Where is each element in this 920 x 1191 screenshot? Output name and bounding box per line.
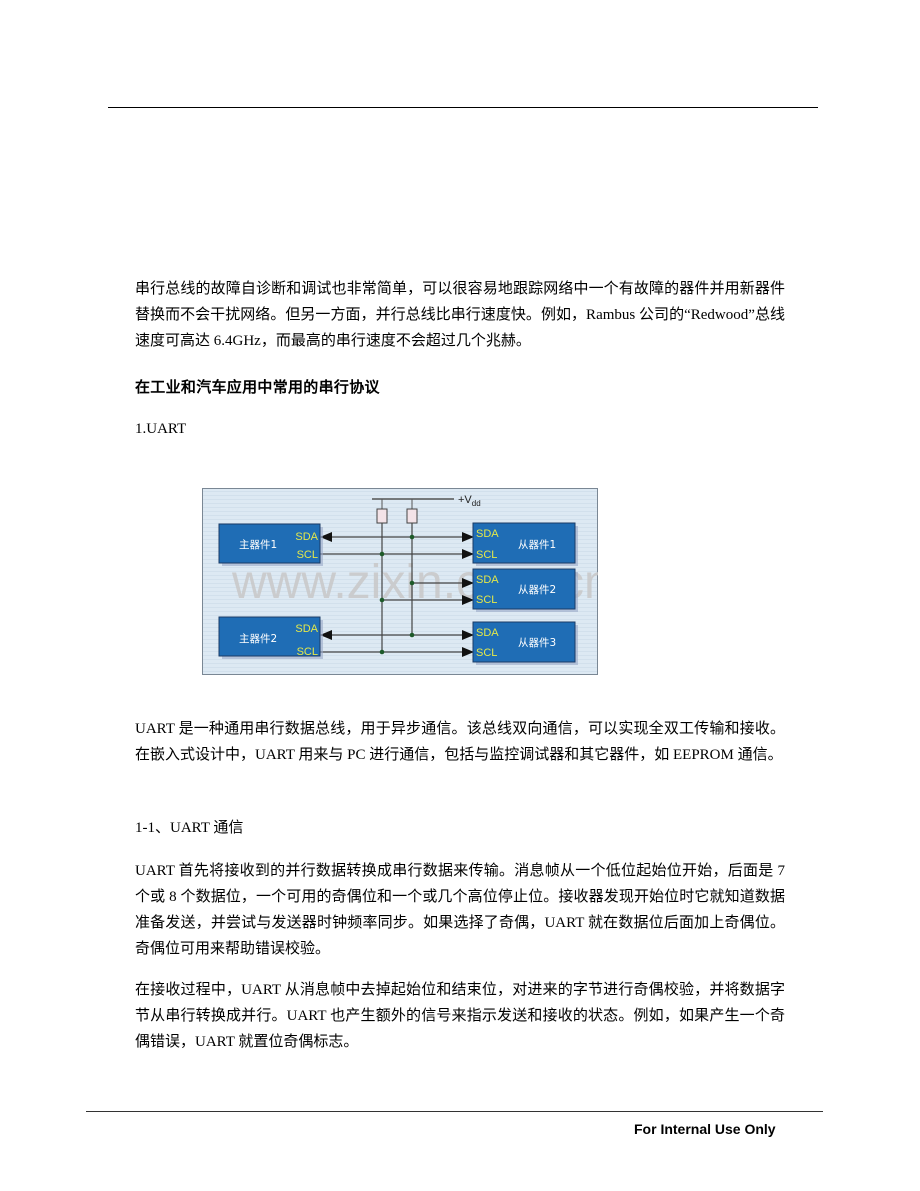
paragraph-uart-receive: 在接收过程中，UART 从消息帧中去掉起始位和结束位，对进来的字节进行奇偶校验，… [135,982,785,1050]
vdd-label: +Vdd [458,494,481,508]
slave-device-1: SDA SCL 从器件1 [472,522,578,566]
svg-text:SCL: SCL [297,646,318,658]
svg-text:SDA: SDA [295,531,318,543]
paragraph-intro: 串行总线的故障自诊断和调试也非常简单，可以很容易地跟踪网络中一个有故障的器件并用… [135,281,785,349]
svg-text:SCL: SCL [476,594,497,606]
svg-text:SCL: SCL [476,647,497,659]
svg-text:SCL: SCL [297,549,318,561]
svg-text:SDA: SDA [476,627,499,639]
svg-text:SDA: SDA [295,623,318,635]
paragraph-uart-description: UART 是一种通用串行数据总线，用于异步通信。该总线双向通信，可以实现全双工传… [135,721,785,763]
footer-rule [86,1111,823,1112]
master-device-1: 主器件1 SDA SCL [218,523,323,566]
svg-text:从器件3: 从器件3 [518,637,556,649]
svg-text:从器件1: 从器件1 [518,539,556,551]
svg-text:SCL: SCL [476,549,497,561]
master-device-2: 主器件2 SDA SCL [218,616,323,659]
svg-text:SDA: SDA [476,528,499,540]
section-title-uart: 1.UART [135,421,187,437]
svg-text:SDA: SDA [476,574,499,586]
paragraph-uart-transmit: UART 首先将接收到的并行数据转换成串行数据来传输。消息帧从一个低位起始位开始… [135,863,785,957]
header-rule [108,107,818,108]
heading-serial-protocols: 在工业和汽车应用中常用的串行协议 [135,378,380,396]
pullup-resistor-scl [376,508,388,524]
slave-device-2: SDA SCL 从器件2 [472,568,578,612]
subsection-title-uart-communication: 1-1、UART 通信 [135,820,244,836]
i2c-bus-diagram: www.zixin.com.cn +Vdd [202,488,598,675]
svg-text:从器件2: 从器件2 [518,584,556,596]
slave-device-3: SDA SCL 从器件3 [472,621,578,665]
pullup-resistor-sda [406,508,418,524]
footer-internal-use: For Internal Use Only [634,1121,776,1137]
svg-text:主器件2: 主器件2 [239,633,277,645]
svg-text:主器件1: 主器件1 [239,539,277,551]
